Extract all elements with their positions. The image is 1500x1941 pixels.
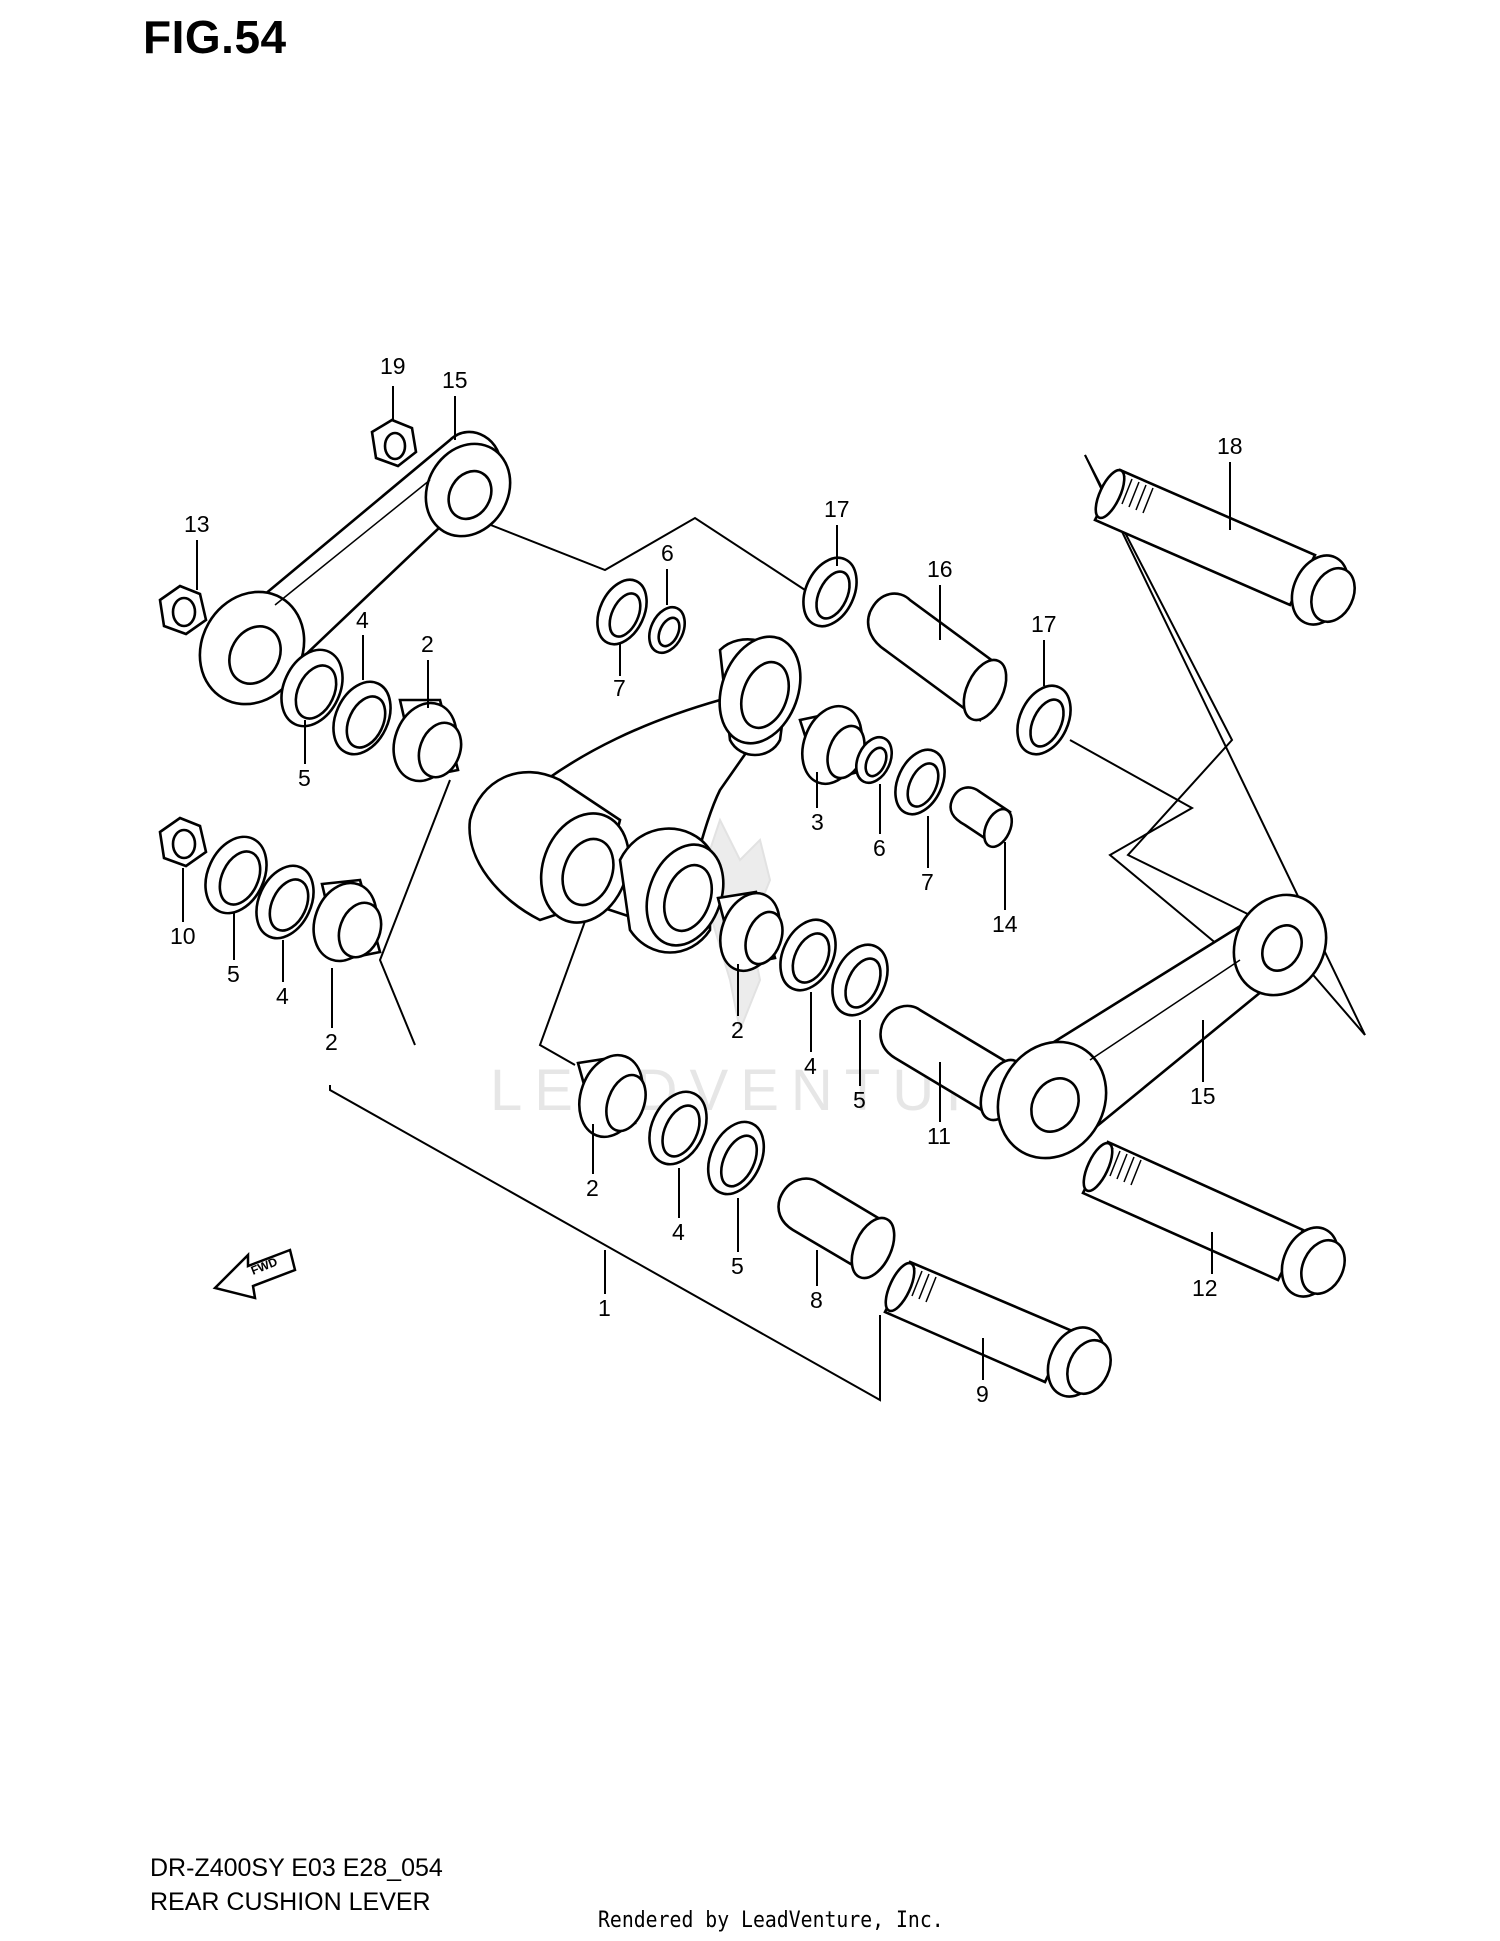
callout-labels: 19 15 13 4 2 5 17 6 7 16 18 17 3 6 7 14 …	[170, 353, 1243, 1407]
bearing-2-lower-left	[312, 878, 383, 963]
callout-6-upper: 6	[661, 540, 674, 566]
link-rod-right	[996, 893, 1328, 1160]
callout-5-middle: 5	[853, 1087, 866, 1113]
oil-seal-6-upper	[648, 605, 686, 655]
figure-title: FIG.54	[143, 11, 287, 63]
callout-8: 8	[810, 1287, 823, 1313]
seal-5-middle	[831, 943, 889, 1017]
callout-15-upper: 15	[442, 367, 468, 393]
bearing-2-upper	[392, 698, 463, 783]
washer-17-right	[1016, 684, 1072, 756]
callout-4-upper: 4	[356, 607, 369, 633]
washer-4-lower-left	[255, 864, 315, 940]
spacer-14	[949, 786, 1014, 849]
callout-17-right: 17	[1031, 611, 1057, 637]
seal-7-upper	[596, 578, 648, 646]
callout-18: 18	[1217, 433, 1243, 459]
callout-2-middle: 2	[731, 1017, 744, 1043]
cushion-lever-1	[468, 635, 802, 954]
callout-4-left: 4	[276, 983, 289, 1009]
callout-7-right: 7	[921, 869, 934, 895]
rendered-by-credit: Rendered by LeadVenture, Inc.	[598, 1908, 944, 1933]
callout-12: 12	[1192, 1275, 1218, 1301]
seal-5-lower-left	[204, 835, 268, 915]
callout-2-left: 2	[325, 1029, 338, 1055]
callout-5-left: 5	[227, 961, 240, 987]
model-code: DR-Z400SY E03 E28_054	[150, 1854, 443, 1882]
callout-10: 10	[170, 923, 196, 949]
callout-6-right: 6	[873, 835, 886, 861]
spacer-16	[866, 592, 1008, 722]
bearing-3	[798, 704, 866, 786]
seal-7-right	[894, 748, 946, 816]
callout-16: 16	[927, 556, 953, 582]
oil-seal-6-right	[855, 735, 893, 785]
washer-17-upper	[802, 556, 858, 628]
callout-2-lowest: 2	[586, 1175, 599, 1201]
bearing-2-lowest	[576, 1053, 647, 1139]
callout-15-right: 15	[1190, 1083, 1216, 1109]
callout-7-upper: 7	[613, 675, 626, 701]
nut-19	[370, 418, 418, 468]
seal-5-upper	[280, 648, 344, 728]
callout-4-middle: 4	[804, 1053, 817, 1079]
callout-3: 3	[811, 809, 824, 835]
callout-14: 14	[992, 911, 1018, 937]
nut-10	[158, 816, 208, 868]
callout-5-lowest: 5	[731, 1253, 744, 1279]
callout-5-upper: 5	[298, 765, 311, 791]
seal-5-lowest	[706, 1120, 766, 1196]
forward-arrow-icon: FWD	[212, 1248, 297, 1300]
washer-4-upper	[332, 680, 392, 756]
callout-4-lowest: 4	[672, 1219, 685, 1245]
bolt-18	[1093, 468, 1356, 626]
callout-19: 19	[380, 353, 406, 379]
spacer-8	[777, 1177, 896, 1280]
callout-11: 11	[927, 1123, 951, 1149]
callout-9: 9	[976, 1381, 989, 1407]
nut-13	[158, 584, 208, 636]
callout-17-upper: 17	[824, 496, 850, 522]
diagram-caption: REAR CUSHION LEVER	[150, 1888, 431, 1916]
callout-13: 13	[184, 511, 210, 537]
washer-4-middle	[779, 918, 837, 992]
callout-leaders	[182, 386, 1231, 1380]
bolt-12	[1081, 1140, 1346, 1298]
callout-1: 1	[598, 1295, 611, 1321]
bolt-9	[883, 1260, 1112, 1398]
link-rod-upper	[198, 430, 512, 706]
bearing-2-middle	[716, 890, 784, 973]
washer-4-lowest	[648, 1090, 708, 1166]
callout-2-upper: 2	[421, 631, 434, 657]
